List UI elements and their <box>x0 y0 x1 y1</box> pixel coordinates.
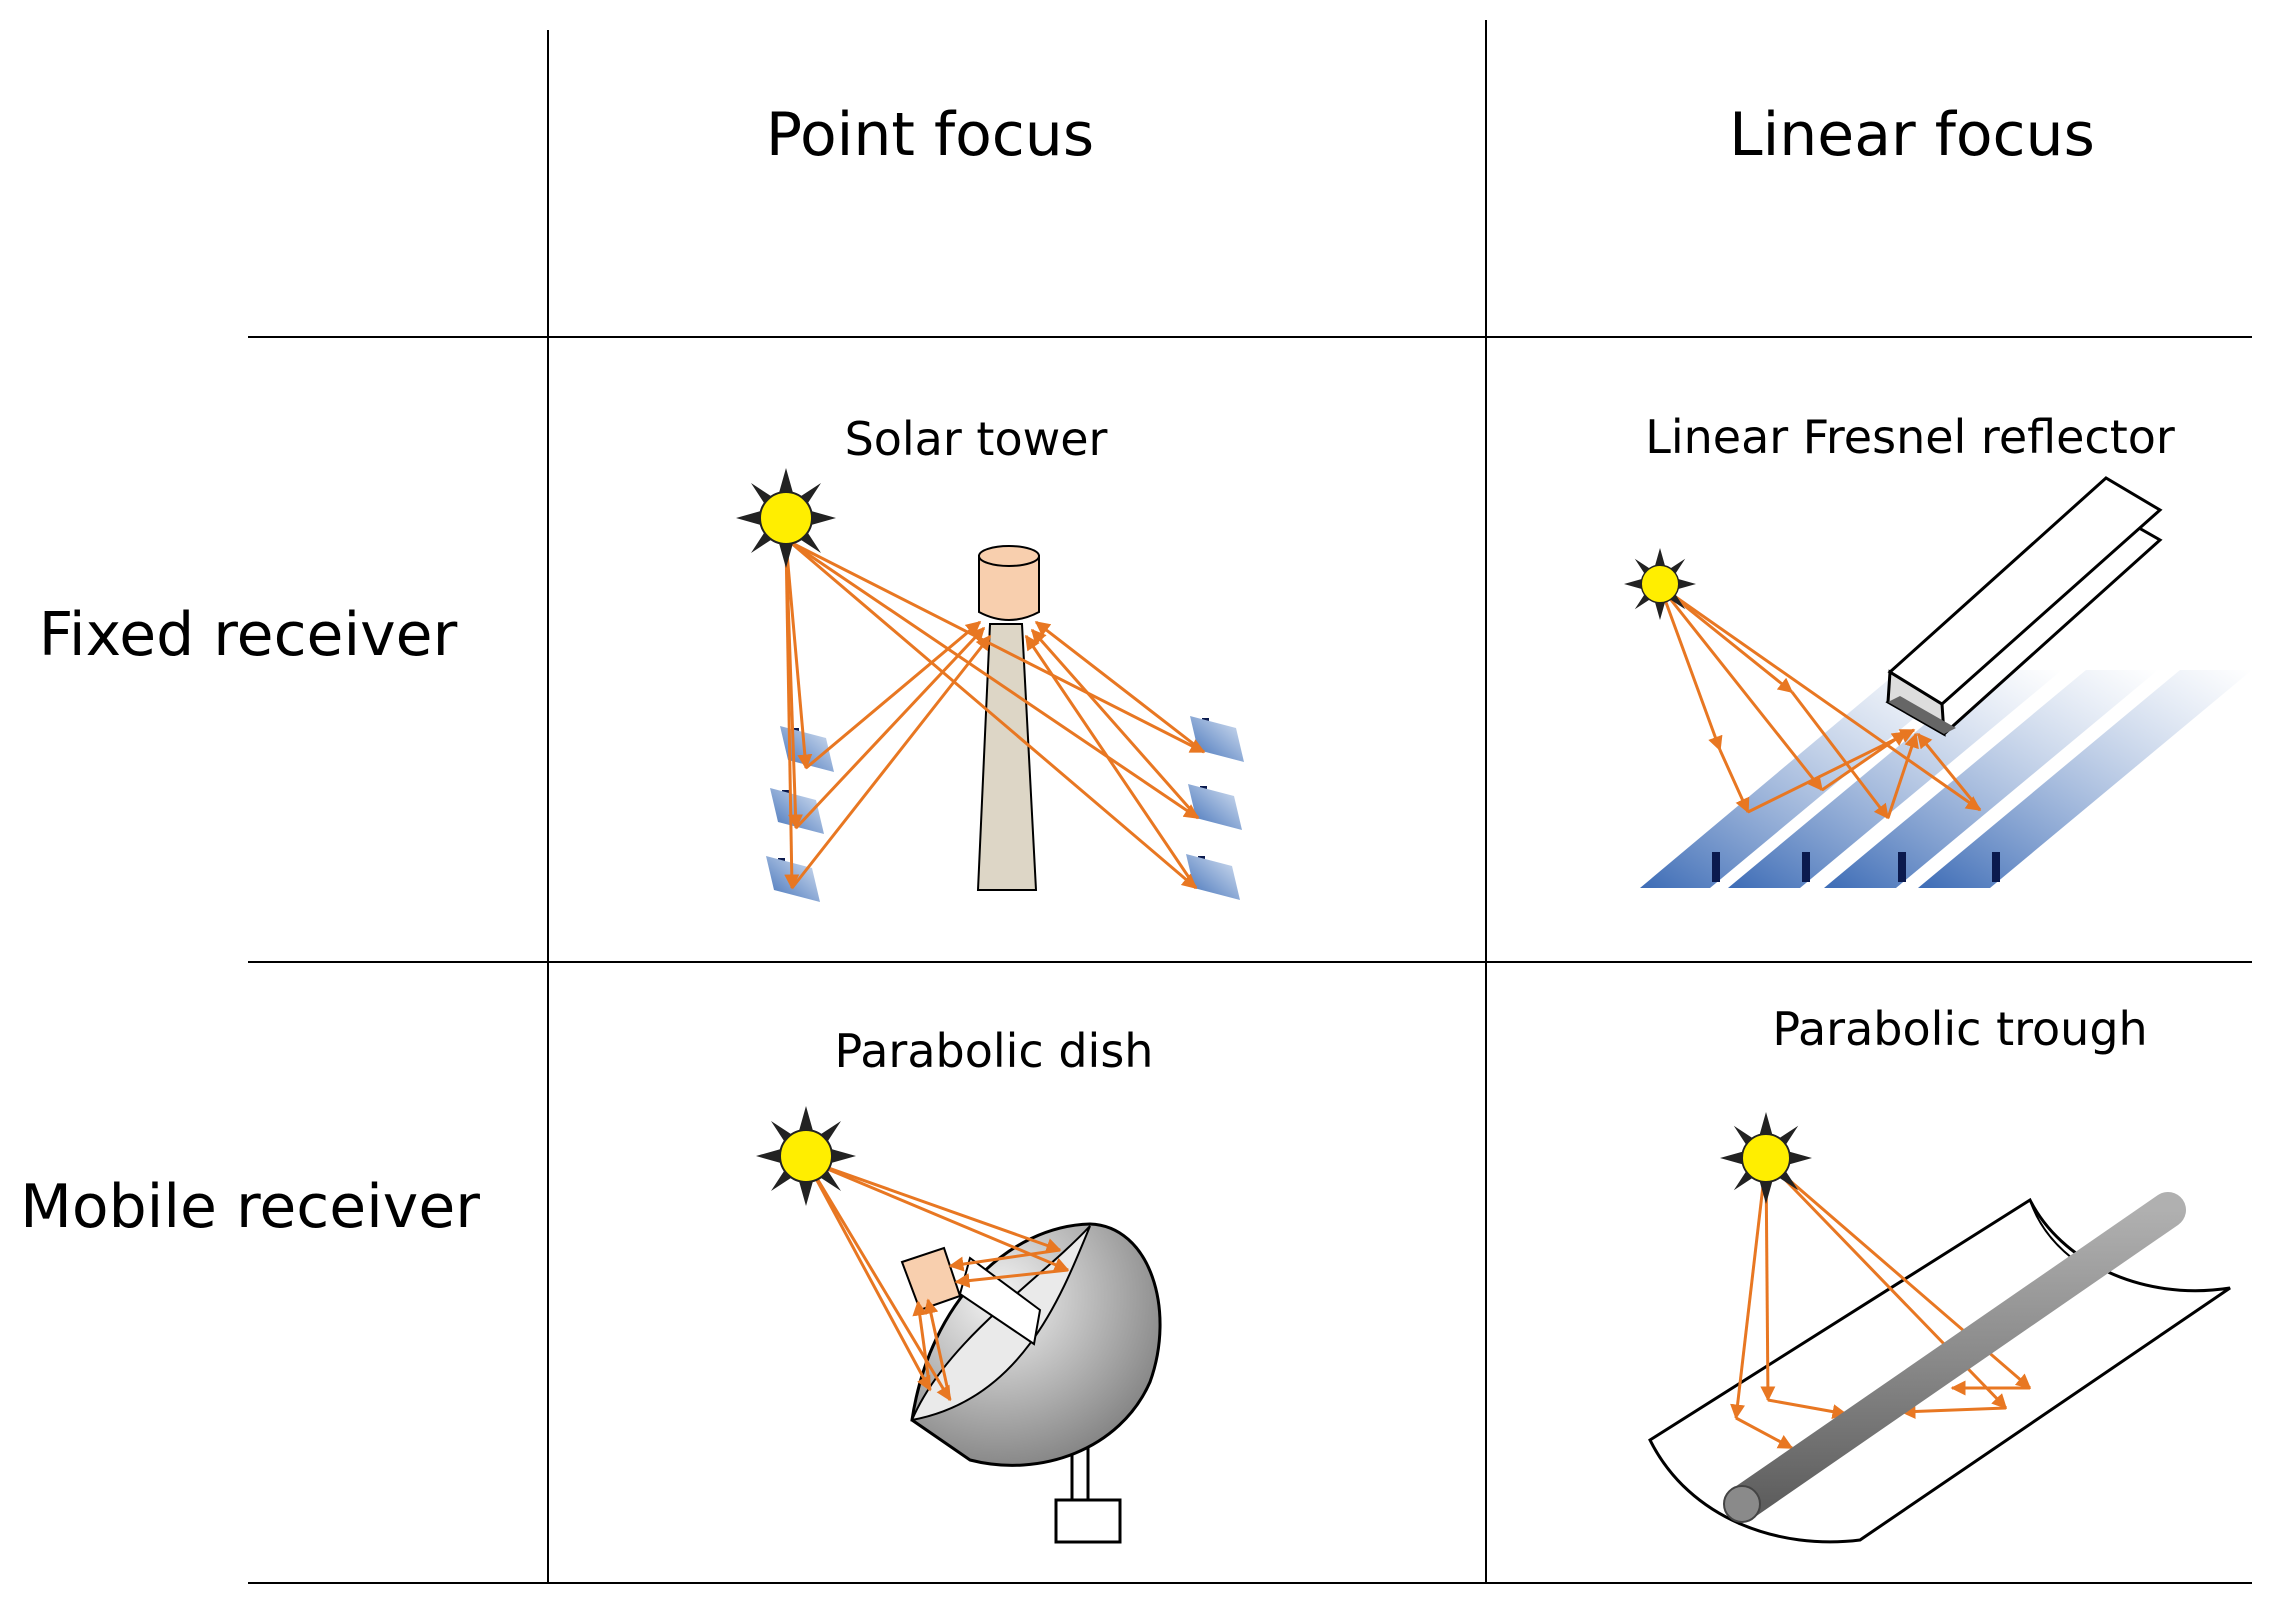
table-grid <box>248 20 2252 1584</box>
column-header-linear-focus: Linear focus <box>1729 100 2095 170</box>
column-header-point-focus: Point focus <box>765 100 1095 170</box>
fresnel-mirror <box>1918 670 2252 888</box>
sun-icon <box>735 467 837 569</box>
fresnel-mirror <box>1728 670 2062 888</box>
dish-receiver <box>900 1246 962 1312</box>
fresnel-receiver <box>1885 476 2163 737</box>
receiver-pipe <box>1724 1192 2186 1522</box>
row-header-mobile-receiver: Mobile receiver <box>20 1172 480 1242</box>
heliostat-mirror <box>1190 716 1244 762</box>
heliostat-mirror <box>1188 784 1242 830</box>
sun-rays <box>1658 584 1982 820</box>
dish-base <box>1054 1498 1122 1544</box>
fresnel-mirror <box>1824 670 2158 888</box>
cell-title-parabolic-trough: Parabolic trough <box>1772 1002 2148 1056</box>
solar-tower-illustration <box>735 467 1244 902</box>
sun-rays <box>784 540 1206 890</box>
sun-icon <box>755 1105 857 1207</box>
sun-icon <box>1623 547 1697 621</box>
linear-fresnel-illustration <box>1623 476 2252 888</box>
sun-icon <box>1719 1111 1813 1205</box>
tower-body <box>976 623 1038 891</box>
heliostat-mirror <box>1186 854 1240 900</box>
row-header-fixed-receiver: Fixed receiver <box>38 600 458 670</box>
fresnel-mirror <box>1640 670 1972 888</box>
parabolic-dish-illustration <box>755 1105 1162 1544</box>
parabolic-trough-illustration <box>1648 1111 2231 1544</box>
cell-title-parabolic-dish: Parabolic dish <box>834 1024 1154 1078</box>
tower-receiver <box>978 555 1040 621</box>
cell-title-linear-fresnel-reflector: Linear Fresnel reflector <box>1645 410 2175 464</box>
cell-title-solar-tower: Solar tower <box>844 412 1108 466</box>
sun-rays <box>804 1158 1070 1402</box>
dish-bowl <box>910 1222 1162 1467</box>
